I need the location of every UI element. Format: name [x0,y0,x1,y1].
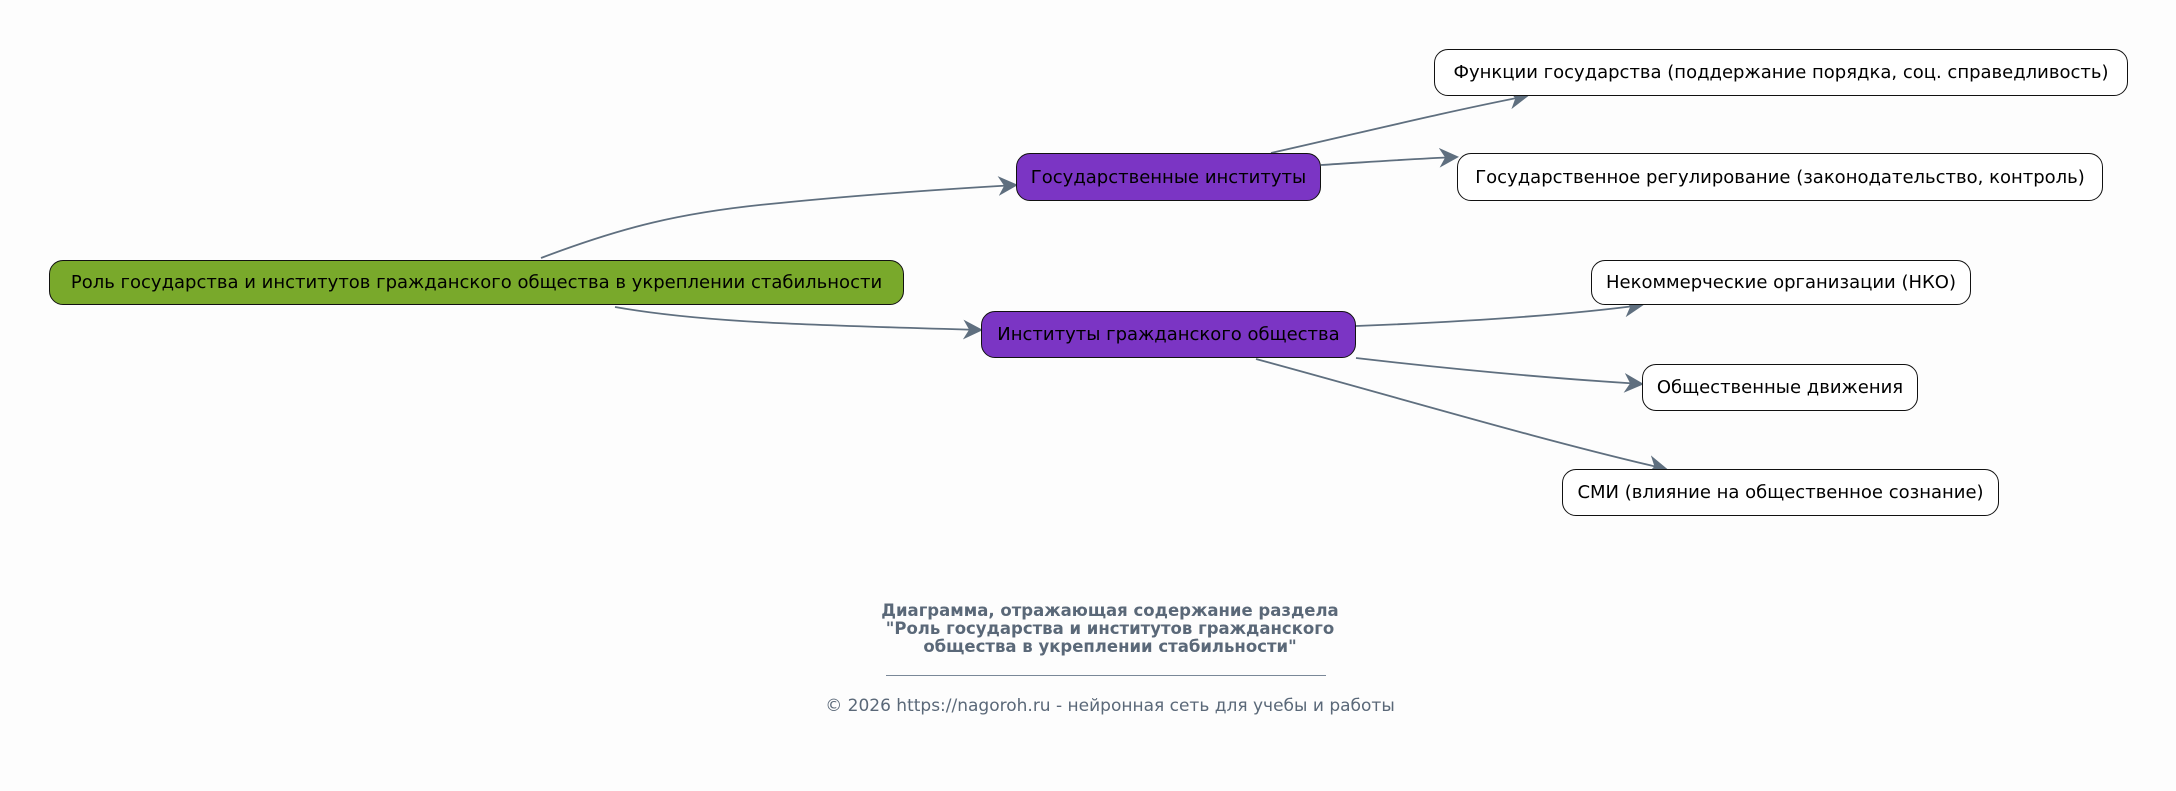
edge-civil-ngo [1355,297,1644,327]
gov-regulation-label: Государственное регулирование (законодат… [1475,166,2085,188]
edge-root-civil [614,306,983,340]
caption-line-1: Диаграмма, отражающая содержание раздела [881,601,1339,620]
media-node: СМИ (влияние на общественное сознание) [1562,469,1999,516]
edge-civil-movements [1355,357,1644,393]
movements-label: Общественные движения [1656,377,1904,398]
caption-line-2: "Роль государства и институтов гражданск… [885,619,1335,638]
caption-line-3: общества в укреплении стабильности" [923,637,1297,656]
gov-institutions-node: Государственные институты [1016,153,1321,201]
civil-institutions-node: Институты гражданского общества [981,311,1356,358]
movements-node: Общественные движения [1642,364,1918,411]
edge-civil-media [1255,358,1668,475]
edge-gov-regulation [1320,147,1459,168]
footer-copyright: © 2026 https://nagoroh.ru - нейронная се… [825,696,1395,716]
diagram-caption: Диаграмма, отражающая содержание раздела… [780,602,1440,656]
media-label: СМИ (влияние на общественное сознание) [1577,482,1984,503]
gov-regulation-node: Государственное регулирование (законодат… [1457,153,2103,201]
caption-divider [886,675,1326,676]
ngo-node: Некоммерческие организации (НКО) [1591,260,1971,305]
ngo-label: Некоммерческие организации (НКО) [1605,272,1956,293]
edge-gov-functions [1270,89,1529,154]
edge-root-gov [540,176,1018,259]
civil-label: Институты гражданского общества [997,324,1340,345]
root-node: Роль государства и институтов гражданско… [49,260,904,305]
gov-functions-label: Функции государства (поддержание порядка… [1453,62,2109,83]
root-label: Роль государства и институтов гражданско… [70,272,883,293]
gov-label: Государственные институты [1030,166,1307,188]
gov-functions-node: Функции государства (поддержание порядка… [1434,49,2128,96]
